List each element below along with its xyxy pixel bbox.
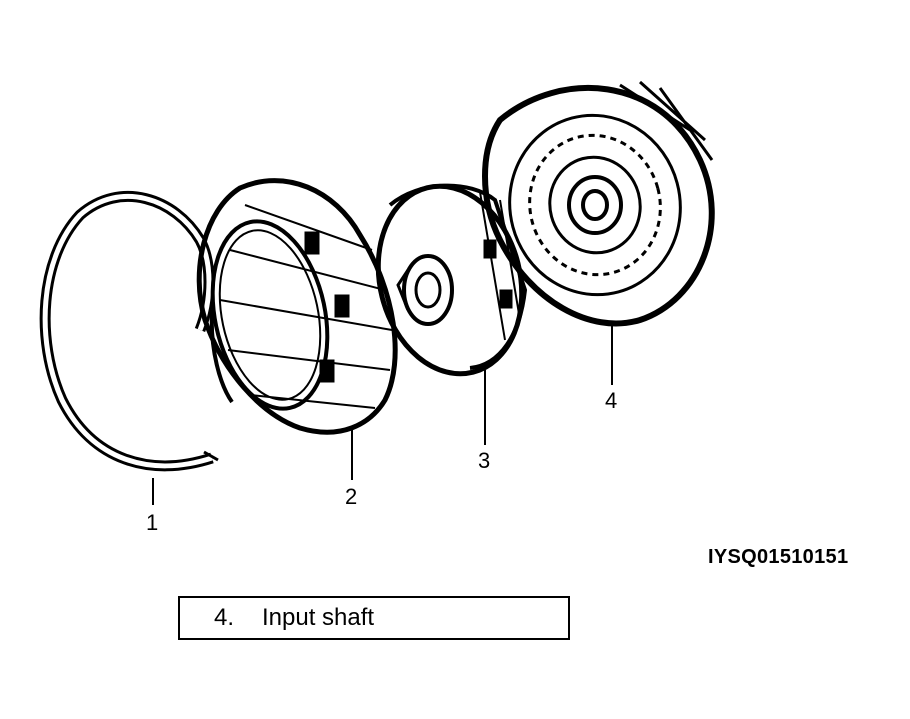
callout-4: 4 (605, 388, 618, 413)
clutch-housing (482, 80, 715, 327)
legend-text: Input shaft (262, 604, 375, 631)
hub-assembly (375, 183, 528, 377)
legend-box: 4. Input shaft (178, 596, 570, 640)
callout-3: 3 (478, 448, 491, 473)
snap-ring (39, 190, 219, 472)
legend-number: 4. (214, 604, 235, 631)
leader-lines (152, 322, 613, 505)
drawing-code: IYSQ01510151 (708, 546, 849, 568)
clutch-drum (196, 178, 398, 435)
callout-1: 1 (146, 510, 159, 535)
callout-2: 2 (345, 484, 358, 509)
